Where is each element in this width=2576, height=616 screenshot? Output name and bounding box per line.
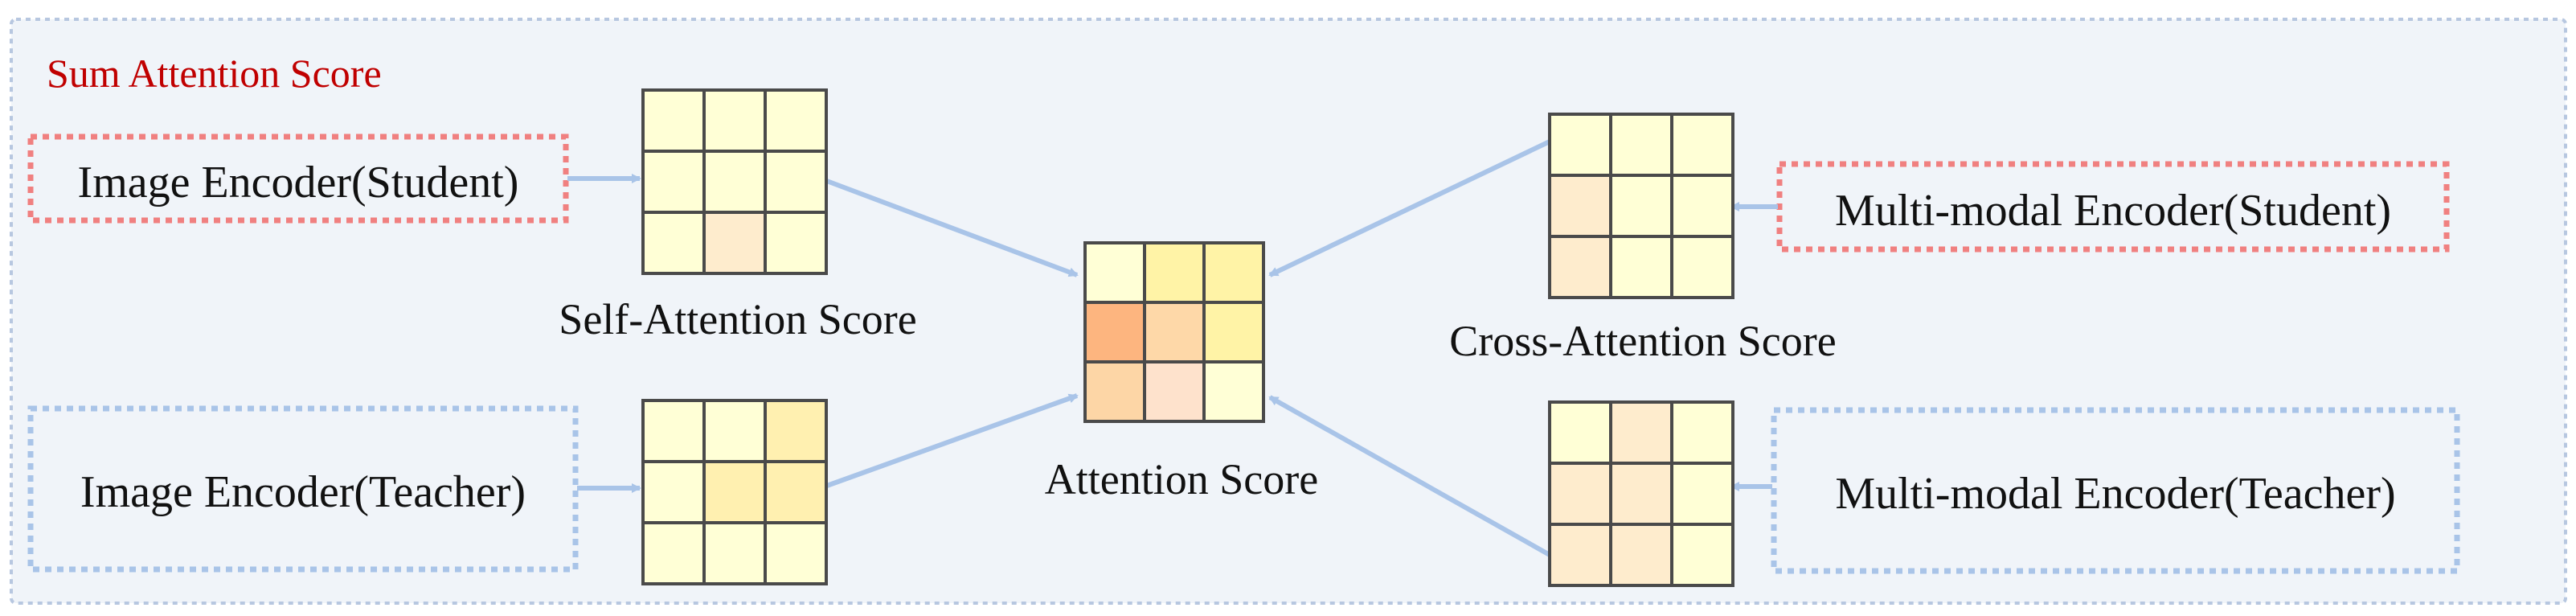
matrix-cell [1670,113,1734,177]
image-encoder-student-label: Image Encoder(Student) [78,158,519,207]
cross-attention-label: Cross-Attention Score [1449,317,1836,365]
matrix-cell [1609,113,1673,177]
self-attention-label: Self-Attention Score [559,295,916,343]
multimodal-encoder-teacher-label: Multi-modal Encoder(Teacher) [1835,469,2395,519]
matrix-cell [1609,235,1673,299]
self-attention-student-matrix [641,88,828,275]
arrow-cross-student-to-combined [1268,139,1551,277]
matrix-cell [1548,400,1612,465]
matrix-cell [1548,523,1612,587]
matrix-cell [641,399,706,463]
combined-attention-matrix [1083,241,1265,423]
matrix-cell [641,521,706,585]
matrix-cell [1143,241,1206,304]
matrix-cell [764,399,828,463]
matrix-cell [1548,113,1612,177]
matrix-cell [1548,462,1612,526]
arrow-cross-teacher-to-combined [1268,395,1551,557]
matrix-cell [1670,235,1734,299]
matrix-cell [1670,462,1734,526]
matrix-cell [1609,400,1673,465]
matrix-cell [1609,174,1673,238]
matrix-cell [702,150,767,214]
arrows [567,139,1778,557]
matrix-cell [1143,301,1206,363]
matrix-cell [764,150,828,214]
matrix-cell [702,211,767,275]
matrix-cell [1609,462,1673,526]
matrix-cell [1548,174,1612,238]
arrow-self-student-to-combined [823,178,1079,277]
multimodal-encoder-student-label: Multi-modal Encoder(Student) [1835,186,2391,236]
matrix-cell [764,88,828,153]
matrix-cell [1083,360,1146,423]
matrix-cell [1202,360,1265,423]
multimodal-encoder-teacher-box [1771,407,2460,574]
image-encoder-teacher-label: Image Encoder(Teacher) [80,467,526,517]
matrix-cell [764,460,828,524]
cross-attention-student-matrix [1548,113,1734,299]
panel-title: Sum Attention Score [47,51,382,96]
matrix-cell [764,521,828,585]
matrix-cell [1202,241,1265,304]
image-encoder-teacher-box [27,405,579,573]
matrix-cell [1670,400,1734,465]
combined-attention-label: Attention Score [1045,455,1318,503]
matrix-cell [1202,301,1265,363]
matrix-cell [764,211,828,275]
matrix-cell [702,460,767,524]
matrix-cell [641,460,706,524]
matrix-cell [641,150,706,214]
matrix-cell [1143,360,1206,423]
matrix-cell [641,88,706,153]
image-encoder-student-box [27,133,569,224]
matrix-cell [1083,241,1146,304]
matrix-cell [1609,523,1673,587]
matrix-cell [702,399,767,463]
matrix-cell [702,88,767,153]
matrix-cell [1670,523,1734,587]
arrow-self-teacher-to-combined [823,393,1079,489]
matrix-cell [1548,235,1612,299]
self-attention-teacher-matrix [641,399,828,585]
cross-attention-teacher-matrix [1548,400,1734,587]
multimodal-encoder-student-box [1776,161,2450,253]
matrix-cell [1670,174,1734,238]
matrix-cell [702,521,767,585]
matrix-cell [641,211,706,275]
matrix-cell [1083,301,1146,363]
